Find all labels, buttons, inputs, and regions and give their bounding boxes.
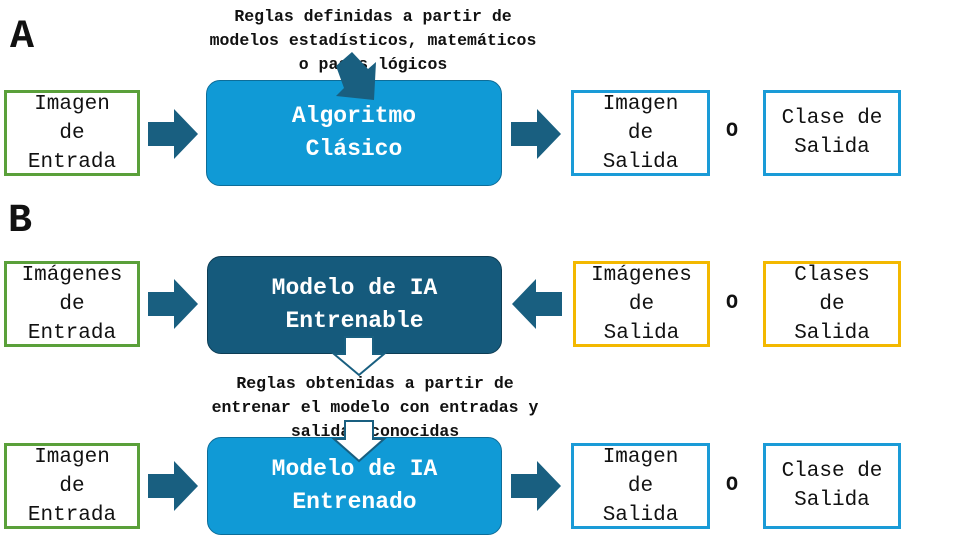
or-label-a: O — [725, 120, 738, 143]
box-text-line: Clases — [794, 263, 870, 287]
process-text-line: Entrenado — [292, 489, 417, 515]
box-text-line: de — [627, 474, 654, 498]
arrow-down-outline-icon — [331, 420, 387, 463]
note-line: modelos estadísticos, matemáticos — [209, 31, 537, 50]
box-text-line: Entrada — [27, 503, 117, 527]
box-text-line: Entrada — [27, 150, 117, 174]
note-trained-rules: Reglas obtenidas a partir de entrenar el… — [165, 372, 585, 444]
box-text-line: Imagen — [602, 445, 679, 469]
or-label-b1: O — [725, 292, 738, 315]
process-text-line: Algoritmo — [291, 103, 417, 129]
arrow-down-outline-icon — [331, 336, 387, 377]
box-text-line: Salida — [794, 136, 870, 159]
output-images-box-b: Imágenes de Salida — [573, 261, 710, 347]
arrow-right-icon — [148, 461, 198, 511]
note-line: entrenar el modelo con entradas y — [211, 398, 539, 417]
box-text-line: Clase de — [781, 460, 883, 483]
box-text-line: de — [59, 121, 85, 145]
arrow-right-icon — [148, 109, 198, 159]
box-text-line: de — [627, 121, 654, 145]
process-text-line: Entrenable — [285, 308, 424, 334]
arrow-diagonal-down-icon — [336, 52, 376, 100]
box-text-line: Imágenes — [591, 263, 692, 287]
note-line: Reglas obtenidas a partir de — [236, 374, 514, 393]
output-image-box-b2: Imagen de Salida — [571, 443, 710, 529]
trained-ai-model-box: Modelo de IA Entrenado — [207, 437, 502, 535]
note-classical-rules: Reglas definidas a partir de modelos est… — [168, 5, 578, 77]
process-text-line: Clásico — [305, 136, 403, 162]
input-images-box-b: Imágenes de Entrada — [4, 261, 140, 347]
output-class-box-b2: Clase de Salida — [763, 443, 901, 529]
box-text-line: de — [59, 474, 85, 498]
note-line: salidas conocidas — [290, 422, 460, 441]
or-label-b2: O — [725, 474, 738, 497]
box-text-line: de — [819, 292, 845, 316]
box-text-line: Salida — [794, 489, 870, 512]
input-image-box-a: Imagen de Entrada — [4, 90, 140, 176]
process-text-line: Modelo de IA — [271, 456, 438, 482]
output-class-box-a: Clase de Salida — [763, 90, 901, 176]
process-text-line: Modelo de IA — [271, 275, 438, 301]
section-label-b: B — [8, 199, 33, 244]
box-text-line: Clase de — [781, 107, 883, 130]
box-text-line: Salida — [602, 150, 679, 174]
box-text-line: de — [59, 292, 85, 316]
arrow-left-icon — [512, 279, 562, 329]
arrow-right-icon — [511, 461, 561, 511]
note-line: Reglas definidas a partir de — [234, 7, 512, 26]
input-image-box-b2: Imagen de Entrada — [4, 443, 140, 529]
section-label-a: A — [10, 15, 35, 60]
output-image-box-a: Imagen de Salida — [571, 90, 710, 176]
arrow-right-icon — [148, 279, 198, 329]
output-classes-box-b: Clases de Salida — [763, 261, 901, 347]
box-text-line: Imágenes — [21, 263, 123, 287]
box-text-line: de — [628, 292, 655, 316]
note-line: o pasos lógicos — [298, 55, 448, 74]
box-text-line: Salida — [602, 503, 679, 527]
box-text-line: Imagen — [34, 92, 110, 116]
box-text-line: Salida — [794, 321, 870, 345]
box-text-line: Entrada — [27, 321, 117, 345]
box-text-line: Salida — [603, 321, 680, 345]
arrow-right-icon — [511, 109, 561, 159]
box-text-line: Imagen — [602, 92, 679, 116]
box-text-line: Imagen — [34, 445, 110, 469]
trainable-ai-model-box: Modelo de IA Entrenable — [207, 256, 502, 354]
